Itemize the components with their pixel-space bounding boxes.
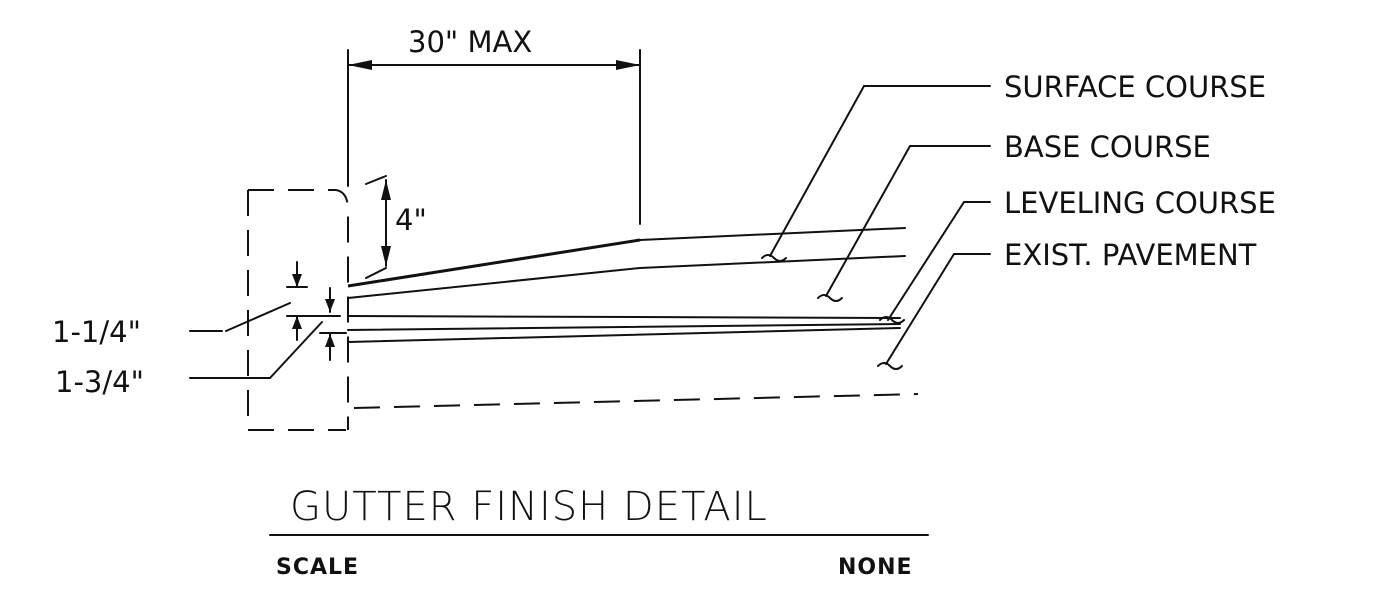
base-course-leader [825, 145, 991, 297]
dimension-max-width-label: 30" MAX [408, 25, 532, 59]
existing-pavement-bottom-line [353, 393, 919, 409]
detail-title: GUTTER FINISH DETAIL [290, 484, 768, 530]
base-course-label: BASE COURSE [1004, 130, 1211, 164]
lower-thickness-label: 1-3/4" [55, 365, 144, 399]
upper-thickness-label: 1-1/4" [52, 315, 141, 349]
existing-pavement-label: EXIST. PAVEMENT [1004, 238, 1257, 272]
dimension-curb-drop: 4" [365, 175, 427, 279]
title-block: GUTTER FINISH DETAIL SCALE NONE [269, 484, 929, 580]
dimension-max-width: 30" MAX [347, 25, 641, 225]
callout-leaders [761, 85, 991, 370]
callout-labels: SURFACE COURSE BASE COURSE LEVELING COUR… [1004, 70, 1276, 272]
pavement-layers [347, 227, 919, 409]
dimension-layer-thickness: 1-1/4" 1-3/4" [52, 261, 347, 399]
dimension-curb-drop-label: 4" [395, 203, 427, 237]
leveling-course-label: LEVELING COURSE [1004, 186, 1276, 220]
base-course-top-line [347, 267, 641, 299]
surface-course-top-line [347, 238, 641, 288]
scale-label: SCALE [276, 555, 359, 580]
leveling-course-leader [887, 201, 991, 321]
scale-value: NONE [838, 555, 913, 580]
existing-pavement-leader [885, 253, 991, 365]
curb-outline [247, 189, 349, 431]
leveling-course-top-line [347, 315, 901, 319]
existing-pavement-line [347, 327, 901, 343]
leveling-course-bottom-line [347, 323, 901, 331]
surface-course-label: SURFACE COURSE [1004, 70, 1266, 104]
surface-course-leader [769, 85, 991, 257]
